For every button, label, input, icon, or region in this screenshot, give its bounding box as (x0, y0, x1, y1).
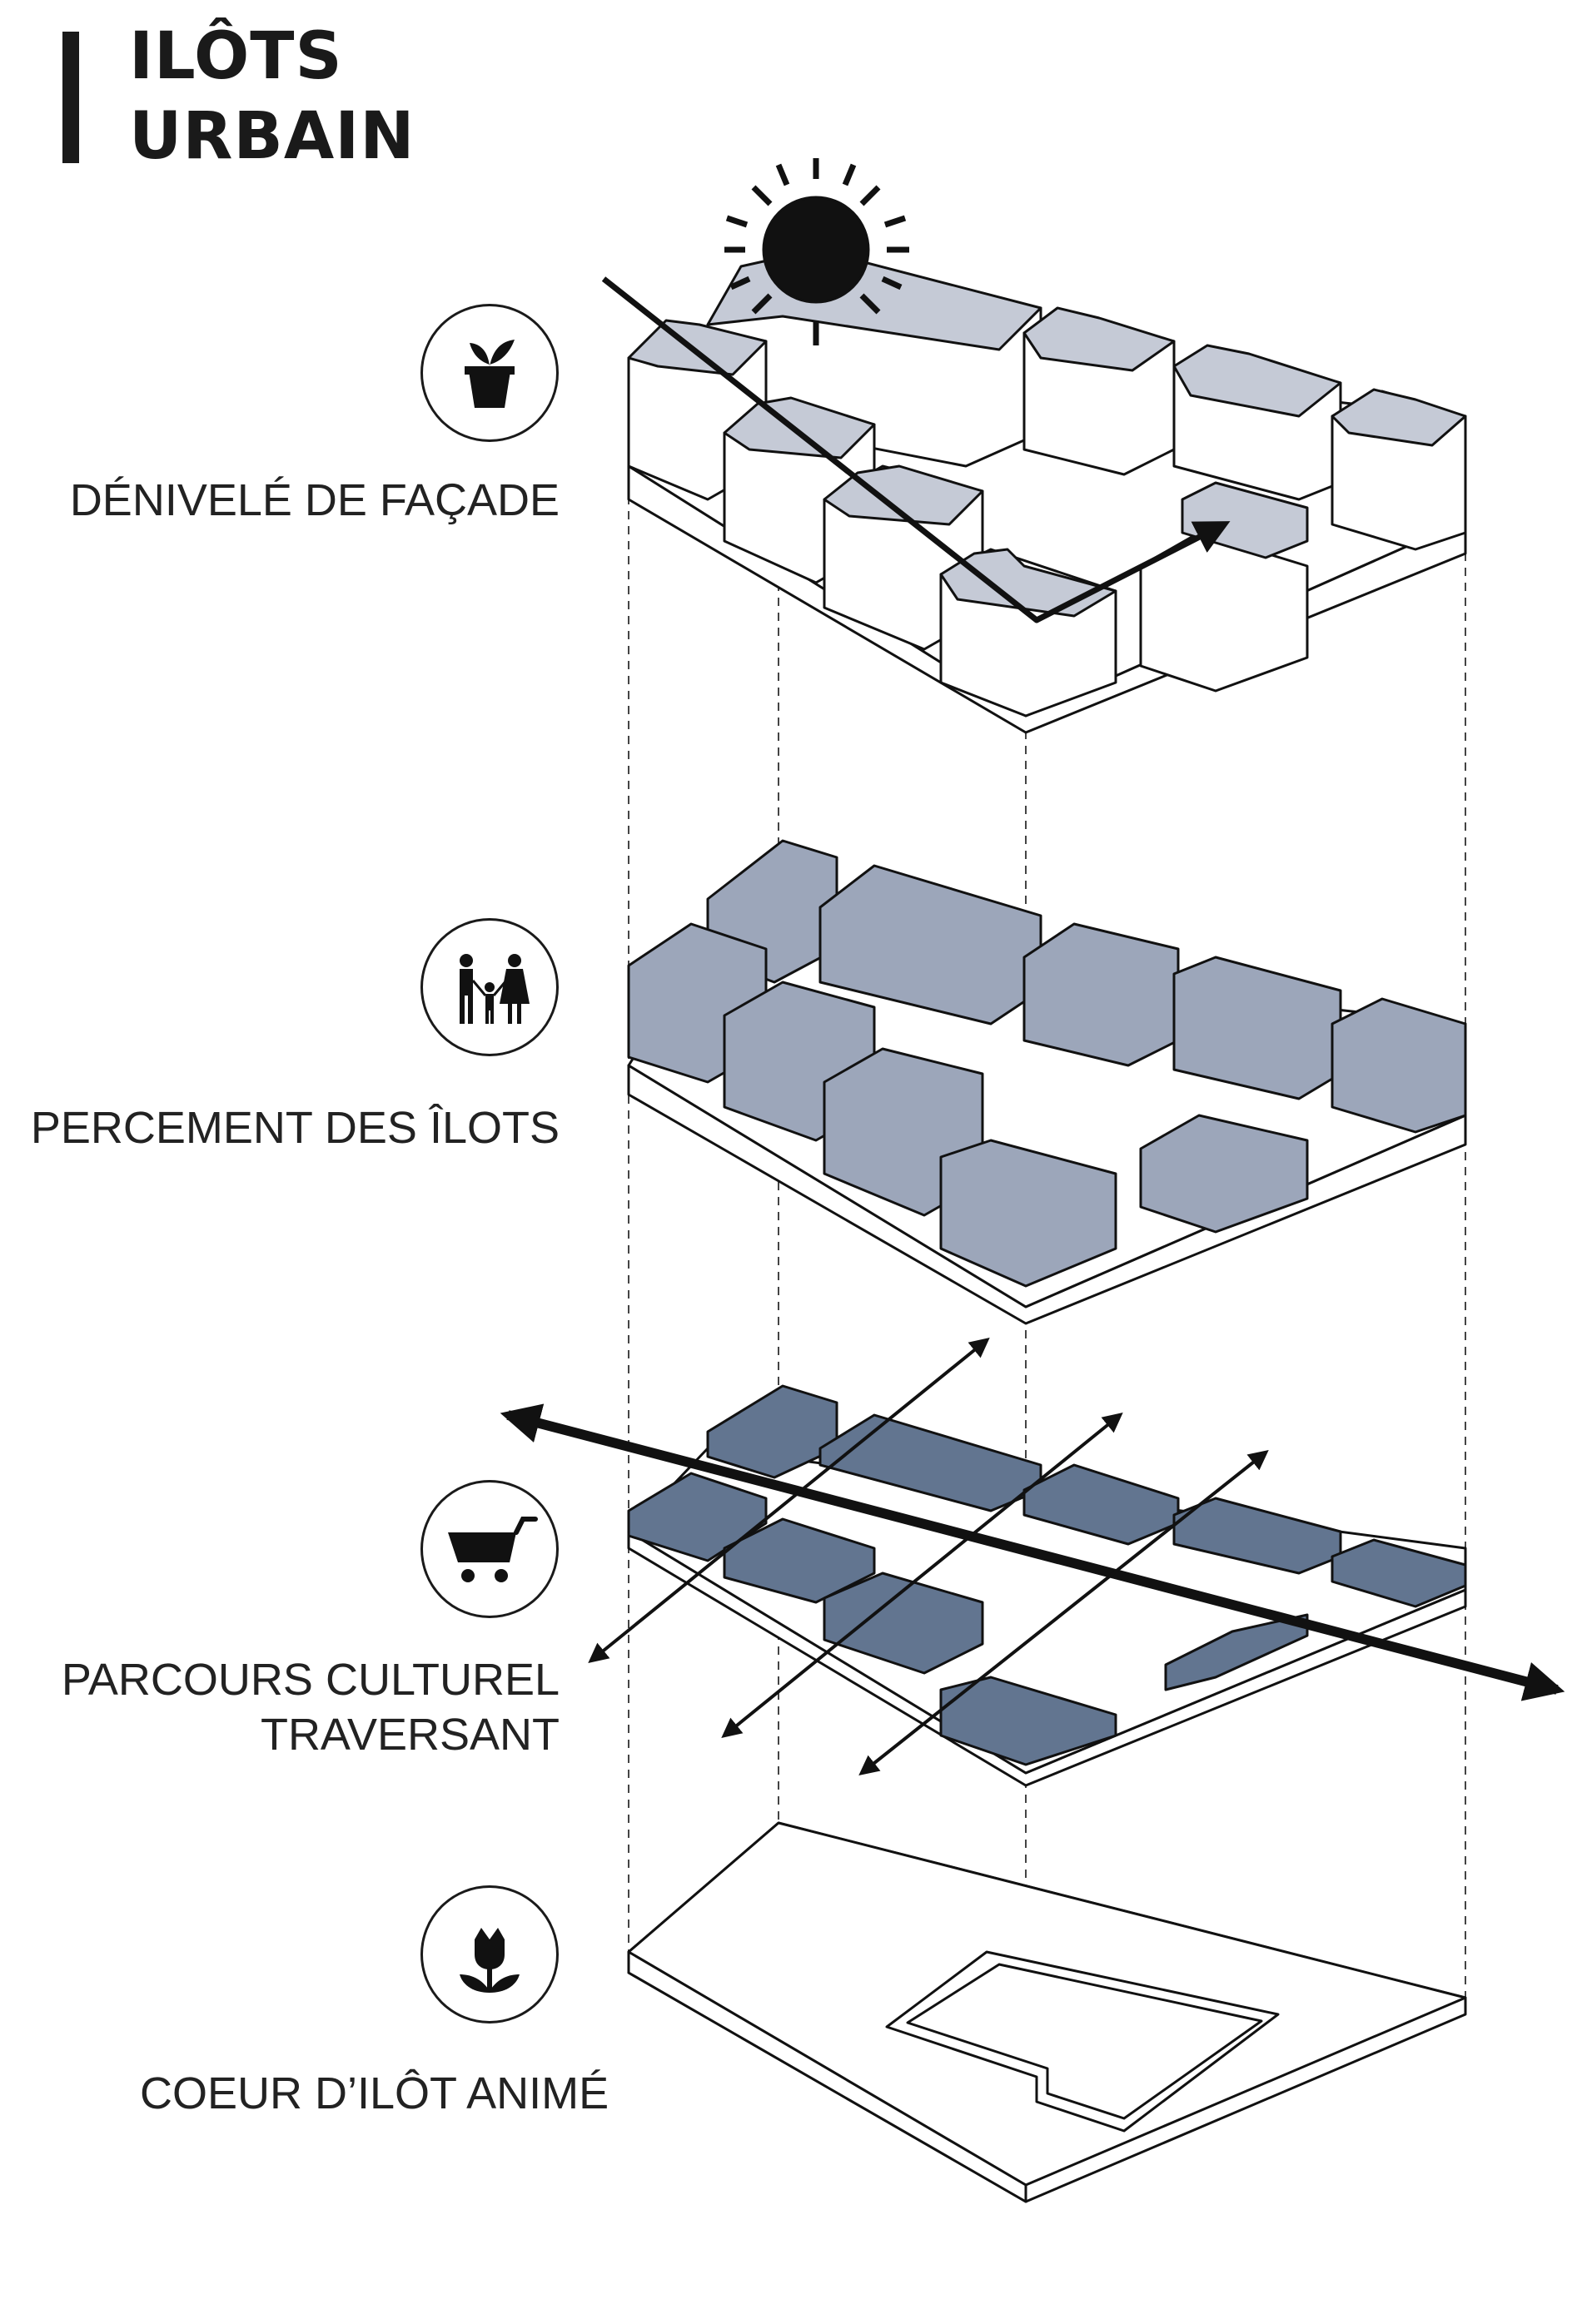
caption-percement-text: PERCEMENT DES ÎLOTS (30, 1103, 560, 1153)
layer-percement (627, 839, 1467, 1325)
caption-coeur-text: COEUR D’ILÔT ANIMÉ (140, 2068, 609, 2118)
layer-parcours (500, 1337, 1565, 1787)
plant-pot-icon (465, 340, 515, 408)
shopping-cart-badge (420, 1480, 559, 1618)
caption-percement: PERCEMENT DES ÎLOTS (31, 1100, 560, 1155)
shopping-cart-icon (448, 1517, 538, 1582)
layer-facade (601, 158, 1467, 734)
diagram-title: ILÔTS URBAIN (129, 17, 415, 176)
tulip-icon (460, 1928, 520, 1993)
title-accent-bar (62, 32, 79, 163)
caption-facade: DÉNIVELÉ DE FAÇADE (70, 473, 560, 528)
path-arrows (500, 1337, 1565, 1775)
percement-blocks (627, 839, 1467, 1288)
sun-path-arrow (601, 276, 1231, 623)
caption-coeur: COEUR D’ILÔT ANIMÉ (140, 2066, 609, 2121)
facade-buildings (627, 248, 1467, 718)
family-badge (420, 918, 559, 1056)
family-icon (460, 954, 530, 1024)
plant-pot-badge (420, 304, 559, 442)
caption-parcours-line-1: PARCOURS CULTUREL (61, 1655, 560, 1705)
title-line-2: URBAIN (129, 99, 415, 174)
title-line-1: ILÔTS (129, 19, 343, 94)
crossing-arrow-3 (858, 1450, 1269, 1775)
layer-coeur (627, 1821, 1467, 2203)
caption-facade-text: DÉNIVELÉ DE FAÇADE (69, 475, 560, 525)
caption-parcours-line-2: TRAVERSANT (260, 1710, 560, 1760)
courtyard-outline (885, 1950, 1280, 2133)
caption-parcours: PARCOURS CULTUREL TRAVERSANT (62, 1652, 560, 1762)
tulip-badge (420, 1885, 559, 2024)
courtyard-inner-outline (906, 1963, 1263, 2120)
sun-icon (724, 158, 909, 345)
